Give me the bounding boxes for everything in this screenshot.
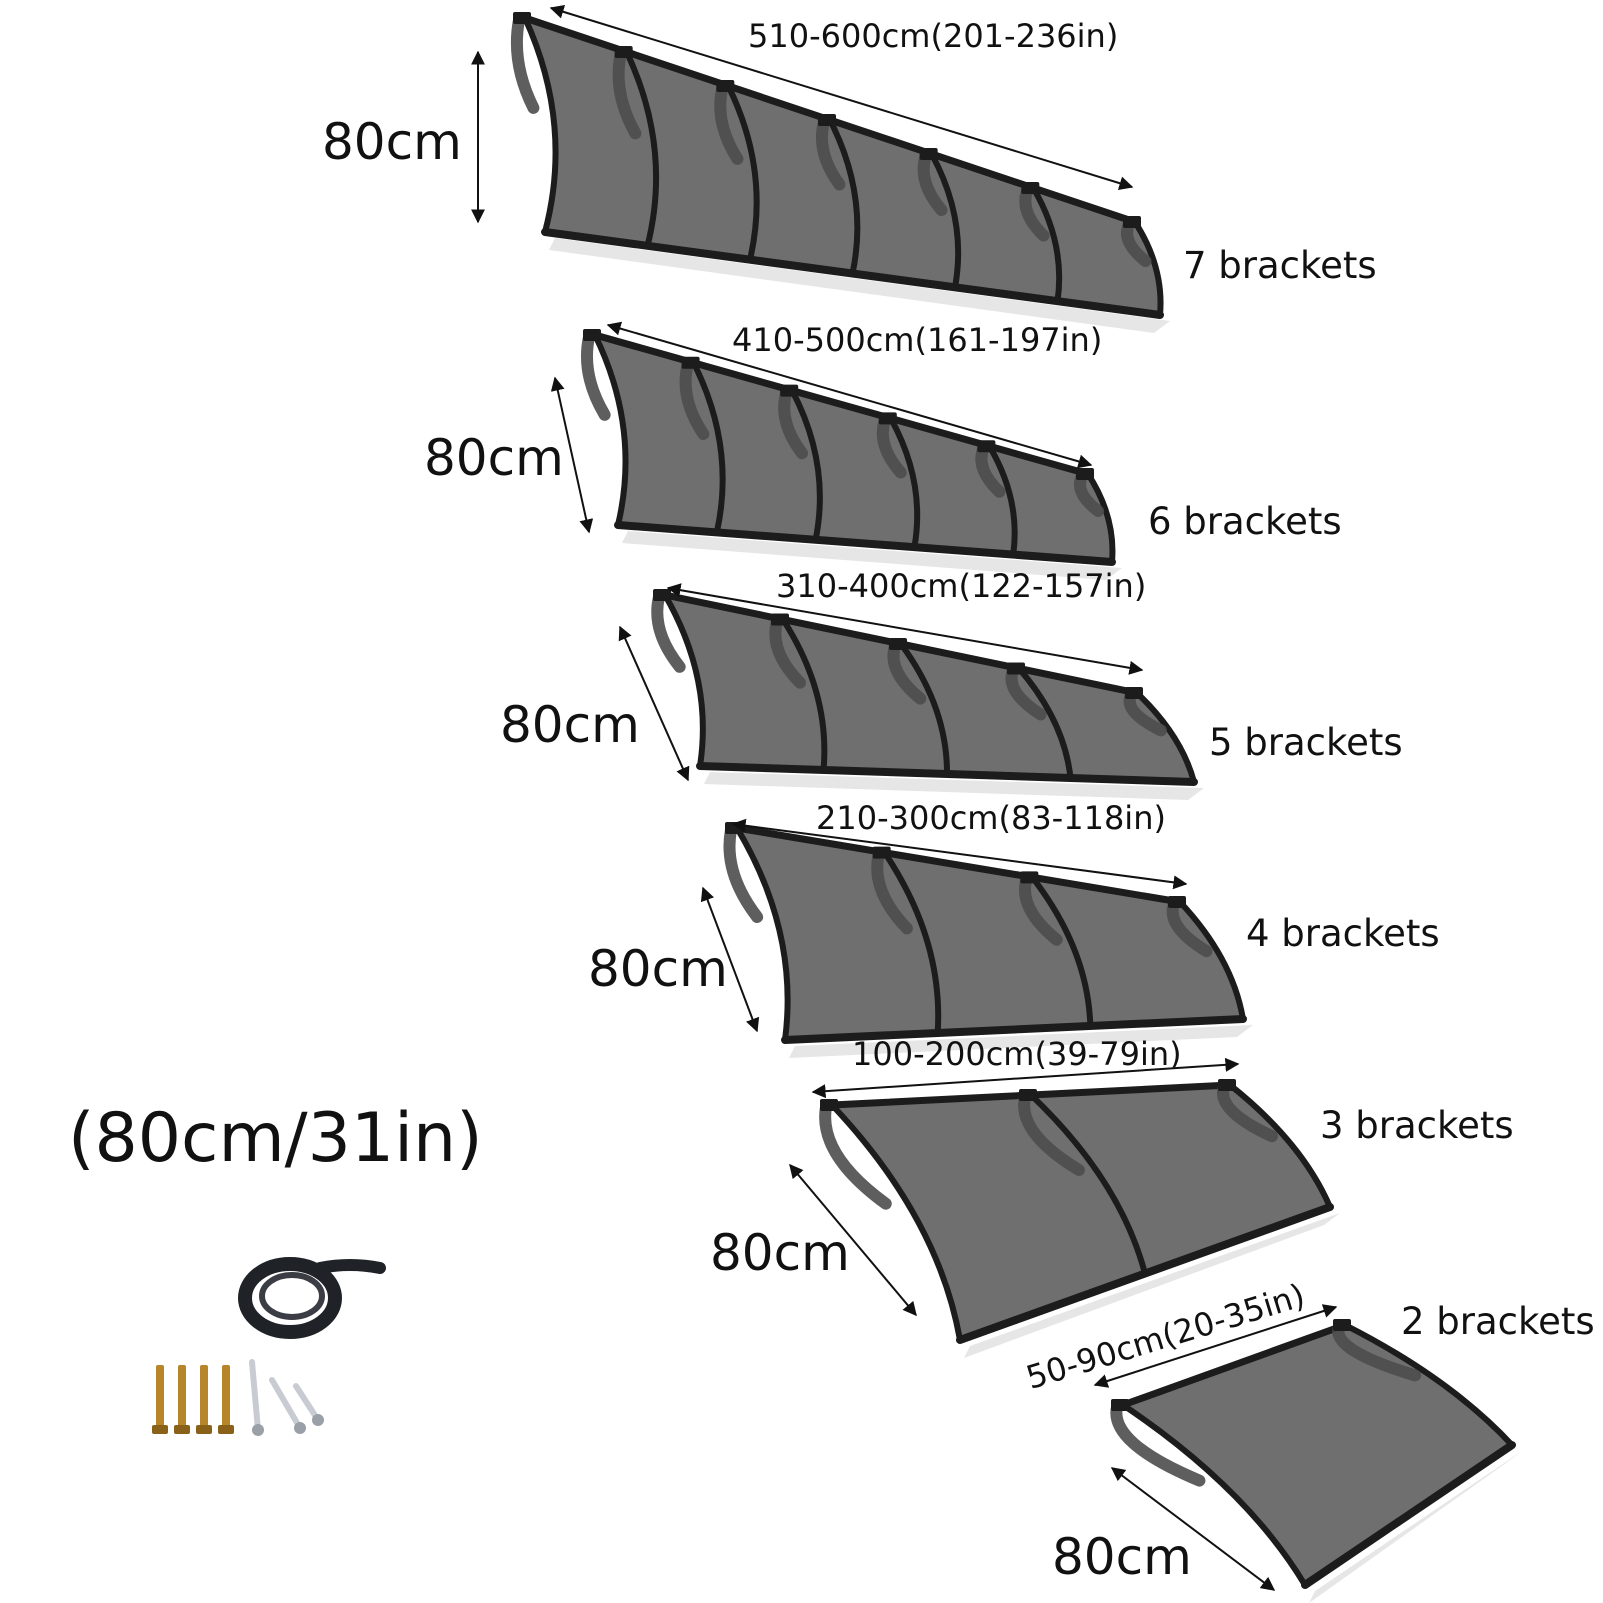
awning-6-brackets (581, 329, 1122, 580)
depth-label-5: 80cm (500, 696, 640, 754)
bracket-label-7: 7 brackets (1183, 244, 1377, 287)
bracket-label-6: 6 brackets (1148, 500, 1342, 543)
length-arrow (1093, 1304, 1338, 1388)
awning-shadow (1309, 1451, 1522, 1603)
depth-arrow (1110, 1467, 1276, 1591)
awning-2-brackets (1110, 1319, 1522, 1603)
length-arrow (606, 321, 1093, 469)
depth-label-7: 80cm (322, 113, 462, 171)
length-arrow (731, 818, 1188, 890)
awning-panel (733, 825, 1246, 1043)
length-label-3: 100-200cm(39-79in) (852, 1035, 1182, 1073)
awning-shadow (789, 1025, 1253, 1058)
screws-icon (249, 1359, 324, 1436)
hardware-kit (152, 1257, 386, 1436)
expansion-bolts-icon (152, 1365, 234, 1434)
bracket (1166, 896, 1246, 1022)
length-arrow (811, 1057, 1240, 1099)
bracket-label-4: 4 brackets (1246, 912, 1440, 955)
length-label-6: 410-500cm(161-197in) (732, 321, 1103, 359)
awning-shadow (549, 238, 1170, 333)
length-label-7: 510-600cm(201-236in) (748, 17, 1119, 55)
awning-3-brackets (819, 1079, 1340, 1358)
depth-label-3: 80cm (710, 1224, 850, 1282)
awning-shadow (622, 531, 1122, 580)
front-rail (614, 521, 1116, 566)
overall-depth-label: (80cm/31in) (68, 1099, 483, 1178)
length-arrow (666, 583, 1144, 675)
bracket (1074, 468, 1116, 565)
bracket (1123, 687, 1197, 785)
length-label-4: 210-300cm(83-118in) (816, 799, 1166, 837)
bracket (1121, 216, 1164, 318)
bracket-label-3: 3 brackets (1320, 1104, 1514, 1147)
awning-shadow (704, 772, 1204, 800)
depth-label-4: 80cm (588, 940, 728, 998)
depth-arrow (618, 625, 690, 782)
front-rail (781, 1015, 1247, 1044)
depth-label-6: 80cm (424, 429, 564, 487)
front-rail (1301, 1441, 1516, 1589)
awning-5-brackets (651, 589, 1204, 800)
depth-arrow (550, 376, 594, 534)
bracket (1332, 1319, 1515, 1448)
depth-label-2: 80cm (1052, 1528, 1192, 1586)
seal-strip-icon (238, 1257, 386, 1339)
length-label-5: 310-400cm(122-157in) (776, 567, 1147, 605)
awning-7-brackets (510, 12, 1170, 333)
bracket-label-5: 5 brackets (1209, 721, 1403, 764)
awning-shadow (964, 1213, 1340, 1358)
depth-arrow (789, 1163, 917, 1317)
bracket-label-2: 2 brackets (1401, 1300, 1595, 1343)
length-arrow (549, 5, 1134, 190)
depth-arrow (700, 886, 760, 1033)
